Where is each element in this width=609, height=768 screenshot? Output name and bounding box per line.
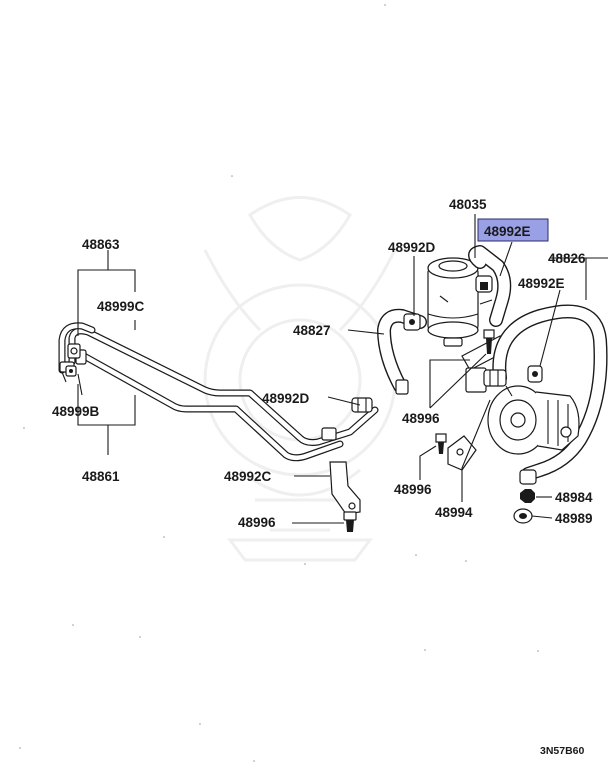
nut-48984[interactable] xyxy=(520,489,535,503)
paper-specks xyxy=(19,4,539,762)
label-48992d-mid[interactable]: 48992D xyxy=(262,391,310,406)
hose-clamp-48992e-top[interactable] xyxy=(475,275,493,293)
highlight-box xyxy=(477,218,549,242)
label-48984[interactable]: 48984 xyxy=(555,490,593,505)
label-48996-lower[interactable]: 48996 xyxy=(394,482,432,497)
label-48861[interactable]: 48861 xyxy=(82,469,120,484)
label-48999c[interactable]: 48999C xyxy=(97,299,145,314)
oil-reservoir[interactable] xyxy=(427,257,493,347)
return-pipe-48861[interactable] xyxy=(68,327,379,446)
pump-bracket-48994[interactable] xyxy=(447,435,477,471)
pipe-clamp-48999c[interactable] xyxy=(67,343,81,359)
label-48035[interactable]: 48035 xyxy=(449,197,487,212)
return-hose-48035[interactable] xyxy=(468,245,512,327)
pressure-hose-48826[interactable] xyxy=(492,304,608,481)
pipe-clamp-48999b[interactable] xyxy=(65,365,77,377)
bolt-48996-bottom[interactable] xyxy=(343,511,357,532)
washer-48989[interactable] xyxy=(513,508,533,524)
label-48992d-top[interactable]: 48992D xyxy=(388,240,436,255)
label-48826[interactable]: 48826 xyxy=(548,251,586,266)
leader-lines xyxy=(77,214,608,524)
label-48996-bottom[interactable]: 48996 xyxy=(238,515,276,530)
label-48994[interactable]: 48994 xyxy=(435,505,473,520)
hose-end-48984[interactable] xyxy=(519,469,537,485)
watermark-emblem xyxy=(203,196,397,562)
suction-hose-48827[interactable] xyxy=(377,308,427,393)
bolt-48996-lower[interactable] xyxy=(435,433,447,454)
label-48992e-highlighted[interactable]: 48992E xyxy=(484,224,531,239)
label-48827[interactable]: 48827 xyxy=(293,323,331,338)
pressure-pipe-48863[interactable] xyxy=(58,322,344,462)
label-48996-mid[interactable]: 48996 xyxy=(402,411,440,426)
label-48863[interactable]: 48863 xyxy=(82,237,120,252)
hose-clamp-48992e-right[interactable] xyxy=(527,365,543,383)
hose-clamp-48992d-upper[interactable] xyxy=(403,313,421,331)
label-48992e-right[interactable]: 48992E xyxy=(518,276,565,291)
label-48999b[interactable]: 48999B xyxy=(52,404,100,419)
bolt-48996-upper[interactable] xyxy=(483,329,495,354)
oil-pump[interactable] xyxy=(483,369,580,455)
clamp-bracket-48992c[interactable] xyxy=(329,461,361,515)
hose-clamp-48992d-mid[interactable] xyxy=(395,379,409,395)
label-48989[interactable]: 48989 xyxy=(555,511,593,526)
label-48992c[interactable]: 48992C xyxy=(224,469,272,484)
drawing-code: 3N57B60 xyxy=(540,745,585,757)
